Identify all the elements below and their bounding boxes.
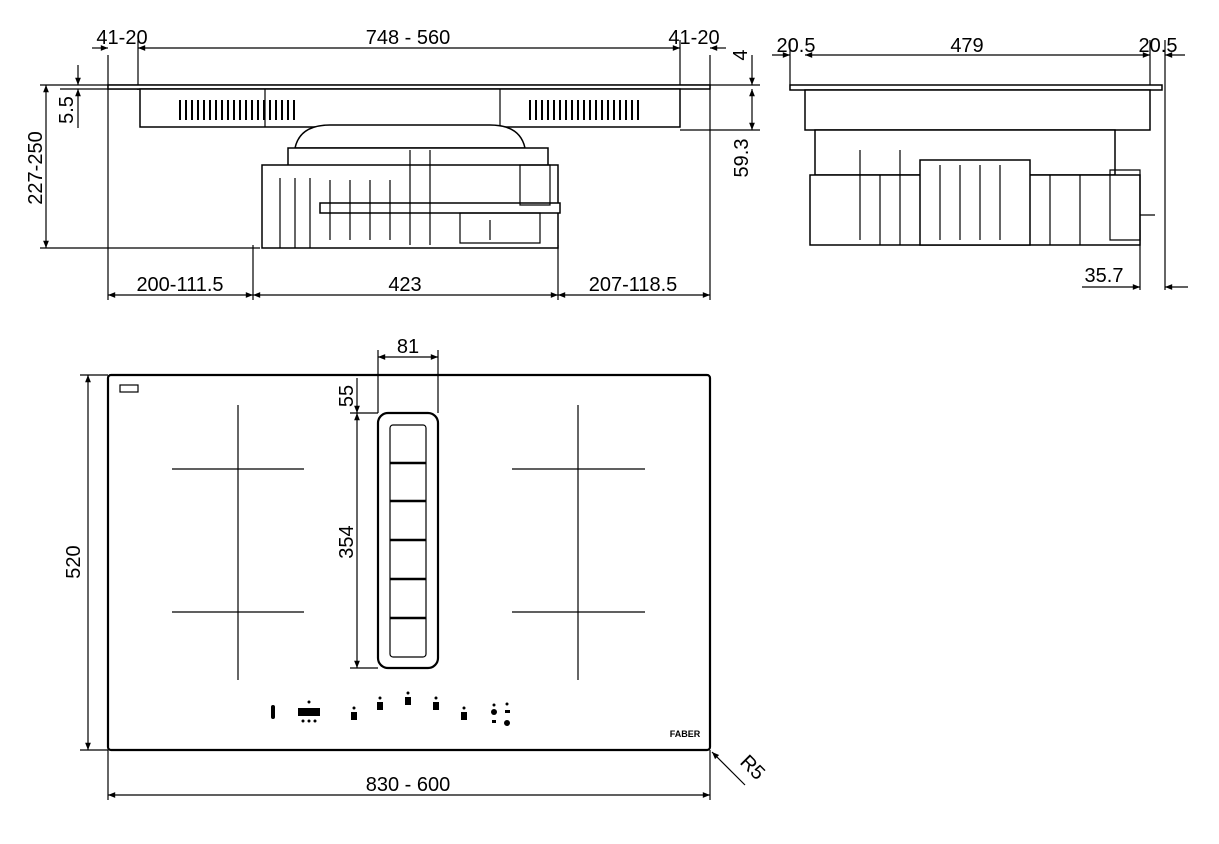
dim-side-left-overhang: 20.5 xyxy=(777,35,816,57)
dim-vent-width: 81 xyxy=(397,336,419,358)
downdraft-vent xyxy=(376,411,440,670)
dim-cutout-width: 748 - 560 xyxy=(366,27,451,49)
dim-vent-offset: 55 xyxy=(336,385,358,407)
dim-side-right-overhang: 20.5 xyxy=(1139,35,1178,57)
dim-total-depth: 227-250 xyxy=(25,131,47,204)
side-view: 20.5 479 20.5 35.7 xyxy=(772,35,1188,290)
cooking-zone-left xyxy=(172,405,304,680)
dim-frame-height: 5.5 xyxy=(56,96,78,124)
dim-bottom-right: 207-118.5 xyxy=(589,274,678,296)
front-view: 41-20 748 - 560 41-20 4 5.5 227-250 59.3… xyxy=(25,27,760,300)
dim-cutout-depth: 479 xyxy=(950,35,983,57)
cooking-zone-right xyxy=(512,405,645,680)
brand-logo: FABER xyxy=(670,729,701,739)
top-view: FABER 81 55 354 520 830 - 600 R5 xyxy=(63,336,769,800)
dim-width: 830 - 600 xyxy=(366,774,451,796)
dim-corner-radius: R5 xyxy=(735,751,769,785)
dim-connector-offset: 35.7 xyxy=(1085,265,1124,287)
dim-glass-thickness: 4 xyxy=(730,49,752,60)
dim-depth: 520 xyxy=(63,545,85,578)
dim-bottom-center: 423 xyxy=(388,274,421,296)
touch-controls xyxy=(271,691,510,726)
dim-vent-length: 354 xyxy=(336,525,358,558)
dim-body-height: 59.3 xyxy=(731,139,753,178)
dim-top-left-overhang: 41-20 xyxy=(96,27,147,49)
dim-bottom-left: 200-111.5 xyxy=(136,274,223,296)
dim-top-right-overhang: 41-20 xyxy=(668,27,719,49)
